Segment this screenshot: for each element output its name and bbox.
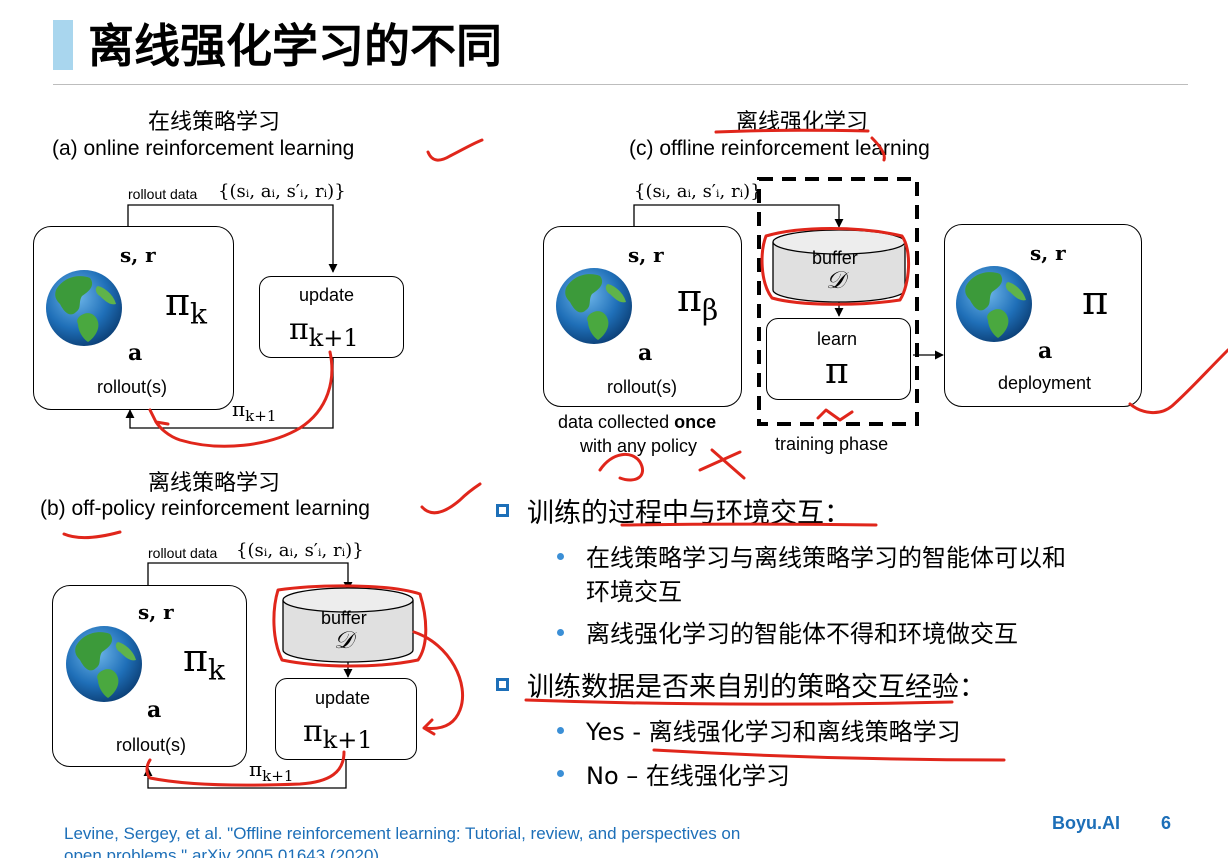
- diagram-b-action: a: [147, 697, 162, 723]
- diagram-c-deploy-state-reward: s, r: [1030, 241, 1066, 265]
- diagram-c-collected-line1: data collected once: [558, 412, 717, 432]
- diagram-c-collected-bold: once: [674, 412, 717, 432]
- bullet-dot-icon: [557, 629, 564, 636]
- bullet-square-icon: [496, 678, 509, 691]
- diagram-b-next-policy: πk+1: [303, 714, 373, 754]
- diagram-b-rollout-data: rollout data: [148, 545, 218, 561]
- diagram-c-learn-policy: π: [825, 351, 849, 392]
- diagram-c-action: a: [638, 340, 653, 366]
- slide-title: 离线强化学习的不同: [88, 19, 502, 73]
- diagram-a-update-box: [259, 276, 404, 358]
- diagram-a-next-policy-sub: k+1: [308, 324, 359, 352]
- diagram-c-learn-box: [766, 318, 911, 400]
- bullet-1-item-1: 在线策略学习与离线策略学习的智能体可以和: [586, 544, 1066, 572]
- diagram-b-tuple: {(sᵢ, aᵢ, s′ᵢ, rᵢ)}: [236, 540, 364, 561]
- diagram-c-behavior-policy: πβ: [677, 276, 719, 327]
- diagram-c-training-phase: training phase: [775, 434, 889, 454]
- diagram-b-state-reward: s, r: [138, 600, 174, 624]
- diagram-a-tuple: {(sᵢ, aᵢ, s′ᵢ, rᵢ)}: [218, 181, 346, 202]
- diagram-a-update-label: update: [299, 285, 355, 305]
- diagram-c-state-reward: s, r: [628, 243, 664, 267]
- brand-label: Boyu.AI: [1052, 813, 1121, 833]
- bullet-square-icon: [496, 504, 509, 517]
- diagram-b-update-box: [275, 678, 417, 760]
- diagram-c-rollout-label: rollout(s): [607, 377, 678, 397]
- diagram-b-policy-sub: k: [207, 653, 225, 687]
- bullet-dot-icon: [557, 770, 564, 777]
- diagram-a-policy: πk: [165, 280, 207, 331]
- diagram-a-state-reward: s, r: [120, 243, 156, 267]
- bullet-2-item-2: No – 在线强化学习: [586, 762, 790, 790]
- diagram-c-deploy-action: a: [1038, 338, 1053, 364]
- diagram-c-buffer-symbol: 𝒟: [826, 266, 846, 294]
- bullet-dot-icon: [557, 727, 564, 734]
- diagram-a-rollout-data: rollout data: [128, 186, 198, 202]
- diagram-c-collected-line2: with any policy: [580, 436, 698, 456]
- diagram-a-caption-cn: 在线策略学习: [148, 110, 281, 135]
- bullet-2-heading: 训练数据是否来自别的策略交互经验：: [527, 672, 986, 703]
- title-divider: [53, 84, 1188, 85]
- diagram-a-next-policy: πk+1: [289, 312, 359, 352]
- bullet-2-item-1: Yes - 离线强化学习和离线策略学习: [586, 718, 961, 746]
- diagram-b-policy: πk: [183, 636, 225, 687]
- diagram-b-next-policy-sub: k+1: [322, 726, 373, 754]
- diagram-b-caption-en: (b) off-policy reinforcement learning: [40, 497, 370, 520]
- diagram-a-caption-en: (a) online reinforcement learning: [52, 137, 355, 160]
- diagram-c-deployment-label: deployment: [998, 373, 1092, 393]
- globe-icon: [956, 266, 1032, 342]
- citation: Levine, Sergey, et al. "Offline reinforc…: [64, 824, 741, 858]
- diagram-b-caption-cn: 离线策略学习: [148, 471, 281, 496]
- bullet-1-item-1-cont: 环境交互: [586, 578, 682, 606]
- diagram-c-deploy-policy: π: [1082, 278, 1109, 324]
- diagram-c-behavior-policy-sub: β: [701, 293, 719, 327]
- diagram-b-update-label: update: [315, 688, 371, 708]
- diagram-c-learn-label: learn: [817, 329, 858, 349]
- bullet-1-heading: 训练的过程中与环境交互：: [527, 498, 851, 529]
- title-accent-bar: [53, 20, 73, 70]
- bullet-dot-icon: [557, 553, 564, 560]
- page-number: 6: [1161, 813, 1172, 833]
- globe-icon: [556, 268, 632, 344]
- diagram-c-tuple: {(sᵢ, aᵢ, s′ᵢ, rᵢ)}: [634, 181, 762, 202]
- diagram-b-rollout-label: rollout(s): [116, 735, 187, 755]
- diagram-c-caption-en: (c) offline reinforcement learning: [629, 137, 930, 160]
- diagram-a-policy-sub: k: [189, 297, 207, 331]
- bullet-1-item-2: 离线强化学习的智能体不得和环境做交互: [586, 620, 1018, 648]
- diagram-a-action: a: [128, 340, 143, 366]
